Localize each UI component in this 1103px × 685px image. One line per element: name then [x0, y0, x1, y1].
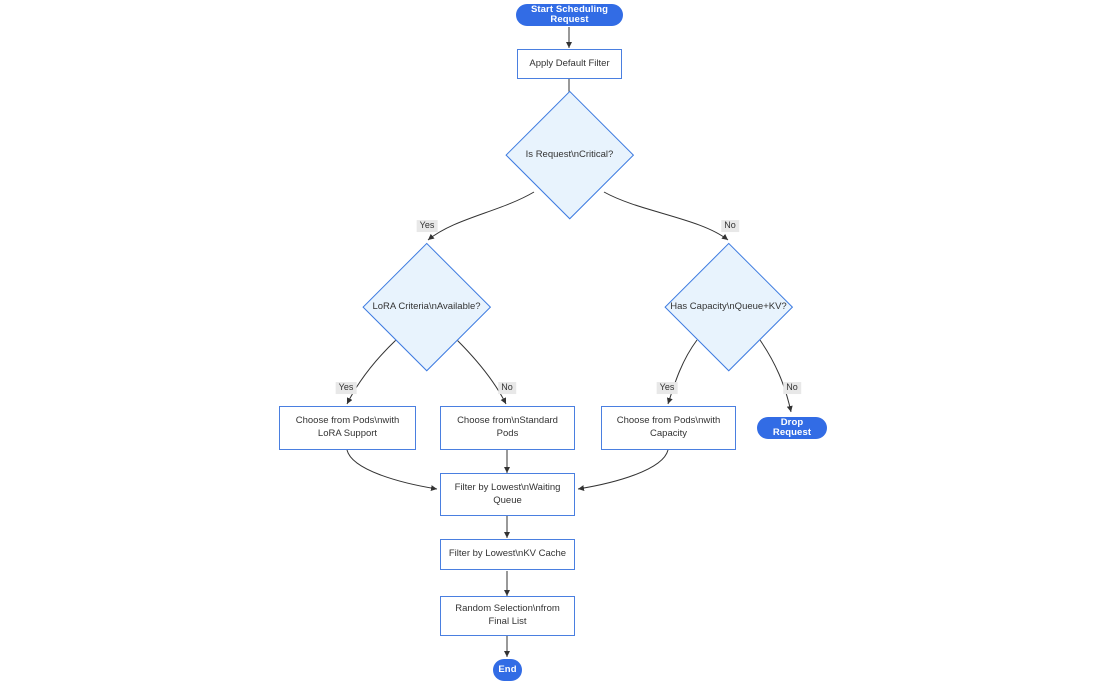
edge-label-capacity-yes: Yes: [656, 382, 678, 394]
node-lora-criteria-available[interactable]: LoRA Criteria\nAvailable?: [362, 242, 491, 372]
node-filter-lowest-kv-cache[interactable]: Filter by Lowest\nKV Cache: [440, 539, 575, 570]
edge-label-critical-yes: Yes: [416, 220, 438, 232]
node-drop-request[interactable]: Drop Request: [757, 417, 827, 439]
node-lora-criteria-available-label: LoRA Criteria\nAvailable?: [372, 301, 481, 313]
node-choose-pods-lora-support-line2: LoRA Support: [317, 428, 378, 439]
node-is-request-critical[interactable]: Is Request\nCritical?: [505, 90, 634, 220]
node-apply-default-filter-label: Apply Default Filter: [529, 57, 610, 69]
edge-label-critical-no: No: [721, 220, 739, 232]
node-choose-pods-capacity-line2: Capacity: [650, 428, 687, 439]
node-filter-lowest-waiting-queue-line2: Queue: [493, 494, 522, 506]
node-choose-standard-pods[interactable]: Choose from\nStandard Pods: [440, 406, 575, 450]
node-drop-request-label: Drop Request: [772, 416, 812, 438]
node-random-selection-final-list-line1: Random Selection\nfrom: [455, 603, 560, 615]
node-has-capacity-queue-kv-label: Has Capacity\nQueue+KV?: [670, 301, 787, 313]
node-choose-pods-capacity[interactable]: Choose from Pods\nwith Capacity: [601, 406, 736, 450]
edge-label-lora-yes: Yes: [335, 382, 357, 394]
node-end[interactable]: End: [493, 659, 522, 681]
node-choose-pods-lora-support[interactable]: Choose from Pods\nwith LoRA Support: [279, 406, 416, 450]
node-filter-lowest-waiting-queue-line1: Filter by Lowest\nWaiting: [454, 481, 561, 493]
node-apply-default-filter[interactable]: Apply Default Filter: [517, 49, 622, 79]
node-is-request-critical-label: Is Request\nCritical?: [525, 149, 614, 161]
node-choose-pods-capacity-line1: Choose from Pods\nwith: [616, 415, 721, 427]
node-filter-lowest-kv-cache-label: Filter by Lowest\nKV Cache: [448, 548, 567, 560]
edge-label-capacity-no: No: [783, 382, 801, 394]
node-end-label: End: [498, 663, 517, 675]
node-random-selection-final-list-line2: Final List: [488, 616, 527, 627]
node-start-scheduling-request[interactable]: Start Scheduling Request: [516, 4, 623, 26]
node-filter-lowest-waiting-queue[interactable]: Filter by Lowest\nWaiting Queue: [440, 473, 575, 516]
node-start-label: Start Scheduling Request: [530, 3, 609, 25]
node-has-capacity-queue-kv[interactable]: Has Capacity\nQueue+KV?: [664, 242, 793, 372]
node-choose-pods-lora-support-line1: Choose from Pods\nwith: [295, 415, 400, 427]
node-choose-standard-pods-line1: Choose from\nStandard: [457, 415, 558, 427]
edge-label-lora-no: No: [498, 382, 516, 394]
edge-pods-lora-to-filter-queue: [346, 449, 438, 492]
node-choose-standard-pods-line2: Pods: [496, 428, 519, 439]
edge-pods-capacity-to-filter-queue: [577, 449, 669, 492]
node-random-selection-final-list[interactable]: Random Selection\nfrom Final List: [440, 596, 575, 636]
